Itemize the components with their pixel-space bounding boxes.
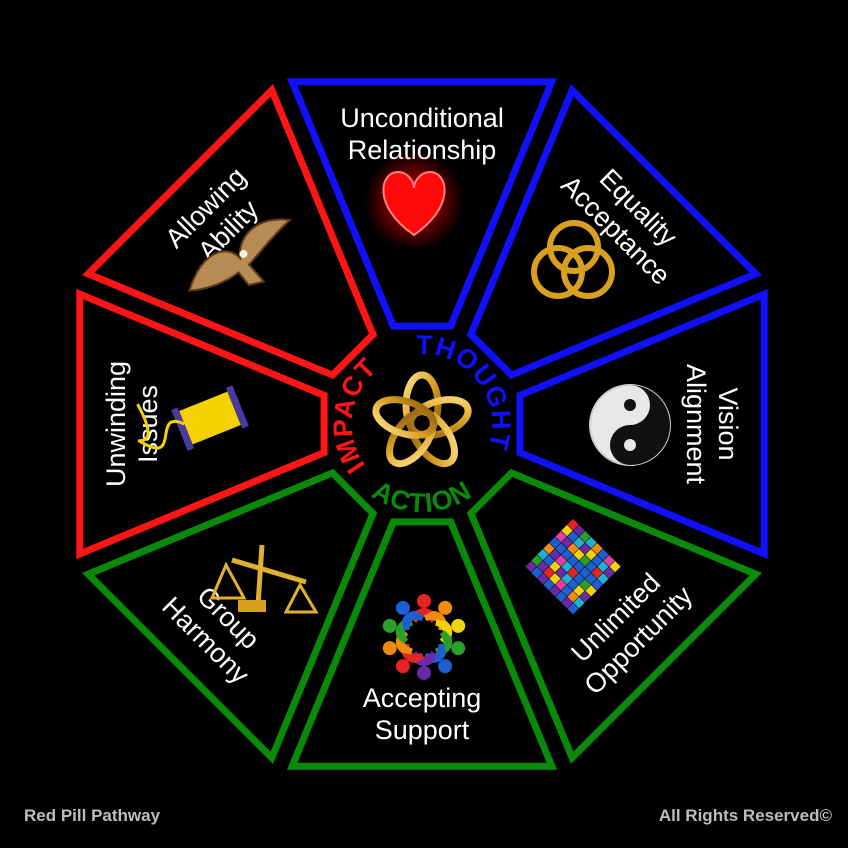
puzzle-piece	[561, 548, 573, 561]
segment-label-line: Alignment	[681, 364, 711, 485]
puzzle-piece	[573, 585, 585, 597]
puzzle-piece	[561, 536, 573, 549]
segment-unlimited-opportunity	[466, 468, 762, 764]
knot-loop	[372, 396, 438, 439]
segment-label-line: Unwinding	[101, 361, 131, 487]
puzzle-piece	[573, 560, 585, 573]
puzzle-piece	[573, 536, 585, 549]
people-circle-icon	[382, 594, 466, 680]
balance-scale-icon	[209, 544, 319, 614]
puzzle-piece	[573, 548, 585, 561]
hawk-icon	[187, 218, 293, 292]
segment-label-line: Support	[375, 715, 470, 745]
person-head	[438, 659, 453, 674]
segment-label-vision-alignment: VisionAlignment	[681, 364, 743, 485]
person-head	[382, 618, 397, 633]
person-head	[451, 641, 466, 656]
puzzle-piece	[561, 524, 573, 537]
person-body	[401, 611, 425, 631]
interlaced-star-knot-icon	[372, 371, 472, 468]
person-head	[395, 600, 410, 615]
center-ring-background	[330, 332, 514, 516]
puzzle-piece	[573, 597, 585, 609]
triple-rings-icon	[531, 220, 615, 299]
segment-group-harmony	[82, 468, 378, 764]
footer-credit: Red Pill Pathway	[24, 806, 161, 825]
person-head	[395, 659, 410, 674]
segment-allowing-ability	[82, 84, 378, 380]
puzzle-piece	[561, 585, 573, 597]
segment-label-line: Unconditional	[340, 103, 504, 133]
person-head	[451, 618, 466, 633]
thread-spool-icon	[136, 385, 249, 451]
puzzle-piece	[573, 524, 585, 537]
person-figure	[395, 600, 425, 631]
person-head	[417, 594, 431, 608]
puzzle-piece	[561, 560, 573, 573]
person-head	[417, 666, 431, 680]
person-head	[382, 641, 397, 656]
segment-label-unwinding-issues: UnwindingIssues	[101, 361, 163, 487]
puzzle-piece	[561, 597, 573, 609]
person-head	[438, 600, 453, 615]
heart-icon	[364, 151, 464, 251]
segment-label-line: Accepting	[363, 683, 482, 713]
footer-copyright: All Rights Reserved©	[658, 806, 832, 825]
segment-label-line: Vision	[713, 387, 743, 460]
yin-yang-icon	[589, 384, 671, 466]
segment-equality-acceptance	[466, 84, 762, 380]
